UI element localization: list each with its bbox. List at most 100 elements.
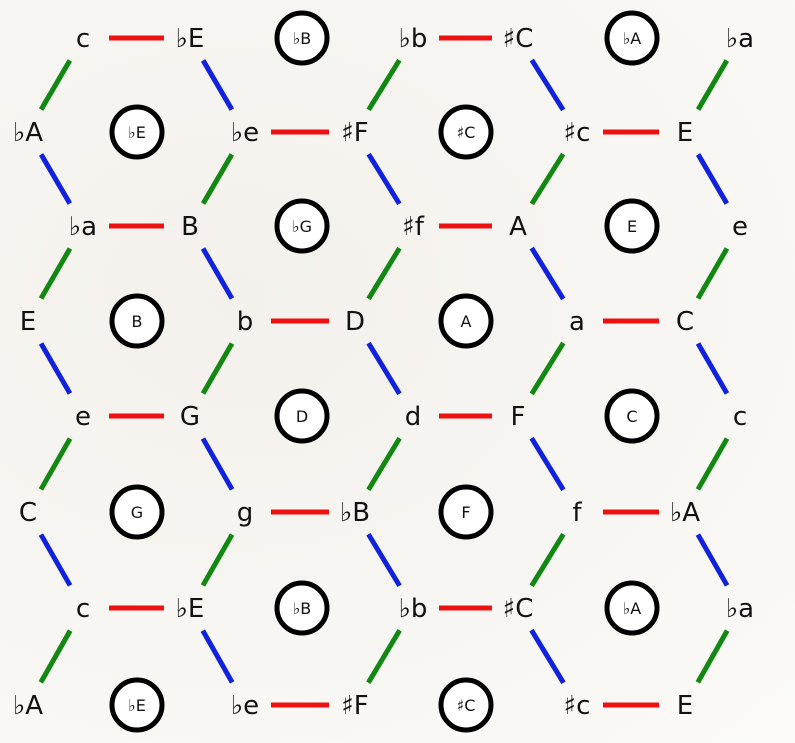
chord-center-label: ♭A (623, 29, 642, 48)
note-label: g (237, 498, 254, 528)
note-label: ♯c (564, 118, 591, 148)
note-label: ♯C (503, 594, 534, 624)
minor-third-edge (38, 59, 73, 111)
fifth-edge (200, 247, 235, 300)
minor-third-edge (200, 342, 235, 395)
note-label: d (405, 402, 422, 432)
note-label: C (19, 498, 37, 528)
minor-third-edge (695, 59, 730, 111)
chord-center: ♯C (438, 104, 494, 160)
chord-center-label: ♭B (293, 599, 312, 618)
note-label: e (732, 212, 748, 242)
note-label: E (677, 691, 693, 721)
minor-third-edge (38, 437, 73, 491)
note-label: ♭b (399, 24, 428, 54)
fifth-edge (200, 59, 235, 111)
note-label: ♭a (726, 24, 754, 54)
fifth-edge (366, 152, 402, 206)
note-label: ♯F (341, 118, 369, 148)
note-label: C (676, 307, 694, 337)
note-label: A (509, 212, 527, 242)
fifth-edge (695, 533, 730, 587)
chord-ring (604, 388, 660, 444)
chord-center-label: F (461, 503, 470, 522)
minor-third-edge (529, 341, 566, 396)
minor-third-edge (366, 436, 402, 492)
chord-center: ♭G (274, 198, 330, 254)
fifth-edge (529, 246, 566, 301)
minor-third-edge (38, 247, 73, 300)
chord-ring (604, 198, 660, 254)
note-label: ♭e (231, 691, 259, 721)
minor-third-edge (366, 246, 402, 301)
chord-center: E (604, 198, 660, 254)
note-label: ♯F (341, 691, 369, 721)
chord-ring (438, 104, 494, 160)
chord-ring (274, 10, 330, 66)
chord-ring (604, 10, 660, 66)
chord-center: ♭B (274, 10, 330, 66)
chord-center: F (438, 484, 494, 540)
center-chord-layer: ♭B ♭A ♭E ♯C ♭G E B A D C G F ♭B ♭A ♭E ♯C (109, 10, 660, 733)
fifth-edge (529, 58, 566, 112)
fifth-edge (529, 628, 566, 685)
chord-center-label: C (626, 407, 637, 426)
chord-center-label: B (132, 312, 143, 331)
chord-center-label: ♭A (623, 599, 642, 618)
chord-ring (438, 293, 494, 349)
chord-ring (109, 104, 165, 160)
chord-ring (438, 484, 494, 540)
note-label: ♭a (69, 212, 97, 242)
chord-center: ♭A (604, 10, 660, 66)
fifth-edge (38, 153, 73, 205)
chord-center-label: ♭G (292, 217, 312, 236)
chord-center-label: G (131, 503, 143, 522)
chord-center-label: ♭E (128, 696, 146, 715)
note-label: E (20, 307, 36, 337)
chord-ring (438, 677, 494, 733)
note-label: ♭A (670, 498, 700, 528)
fifth-edge (38, 533, 73, 587)
chord-center-label: A (461, 312, 472, 331)
minor-third-edge (695, 437, 730, 491)
note-label: ♯c (564, 691, 591, 721)
edge-layer (38, 35, 730, 708)
chord-center: C (604, 388, 660, 444)
note-label: ♭B (340, 498, 370, 528)
chord-center-label: D (296, 407, 308, 426)
fifth-edge (695, 342, 730, 395)
chord-center: ♭E (109, 104, 165, 160)
note-label: ♭A (13, 118, 43, 148)
chord-center: G (109, 484, 165, 540)
note-label: a (569, 307, 585, 337)
fifth-edge (200, 629, 235, 684)
chord-center-label: ♭E (128, 123, 146, 142)
minor-third-edge (529, 152, 566, 206)
note-label: F (511, 402, 526, 432)
note-label: ♭b (399, 594, 428, 624)
note-label: e (75, 402, 91, 432)
note-label: G (180, 402, 200, 432)
note-label: E (677, 118, 693, 148)
note-label: ♭E (176, 594, 205, 624)
chord-center-label: ♯C (457, 696, 476, 715)
minor-third-edge (366, 629, 402, 684)
chord-ring (109, 293, 165, 349)
note-label: ♭E (176, 24, 205, 54)
chord-center: ♭E (109, 677, 165, 733)
note-label: c (733, 402, 747, 432)
note-label: b (237, 307, 254, 337)
note-label: ♭A (13, 691, 43, 721)
fifth-edge (366, 532, 402, 588)
chord-center: ♭B (274, 580, 330, 636)
chord-center: D (274, 388, 330, 444)
chord-ring (274, 388, 330, 444)
minor-third-edge (529, 532, 566, 588)
chord-center-label: ♭B (293, 29, 312, 48)
note-label: B (181, 212, 199, 242)
fifth-edge (695, 153, 730, 205)
note-label: ♭a (726, 594, 754, 624)
note-label: ♭e (231, 118, 259, 148)
